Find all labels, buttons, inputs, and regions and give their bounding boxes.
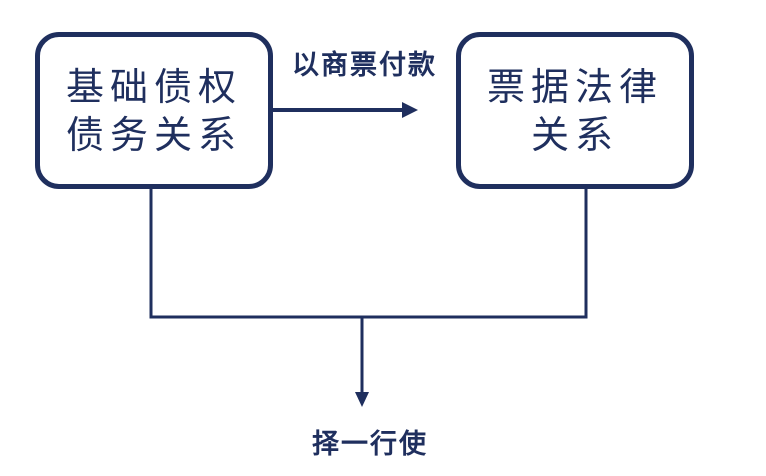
bill-legal-relation-line2: 关系 — [530, 112, 619, 157]
basic-debt-relation-line2: 债务关系 — [65, 112, 242, 157]
choice-arrow-head — [355, 392, 369, 407]
bill-legal-relation-box: 票据法律 关系 — [456, 32, 694, 189]
payment-by-commercial-bill-label: 以商票付款 — [292, 50, 437, 81]
bill-legal-relation-line1: 票据法律 — [486, 64, 663, 109]
basic-debt-relation-line1: 基础债权 — [65, 64, 242, 109]
basic-debt-relation-box: 基础债权 债务关系 — [35, 32, 273, 189]
choose-one-to-exercise-label: 择一行使 — [312, 429, 428, 460]
payment-arrow-head — [402, 102, 418, 118]
